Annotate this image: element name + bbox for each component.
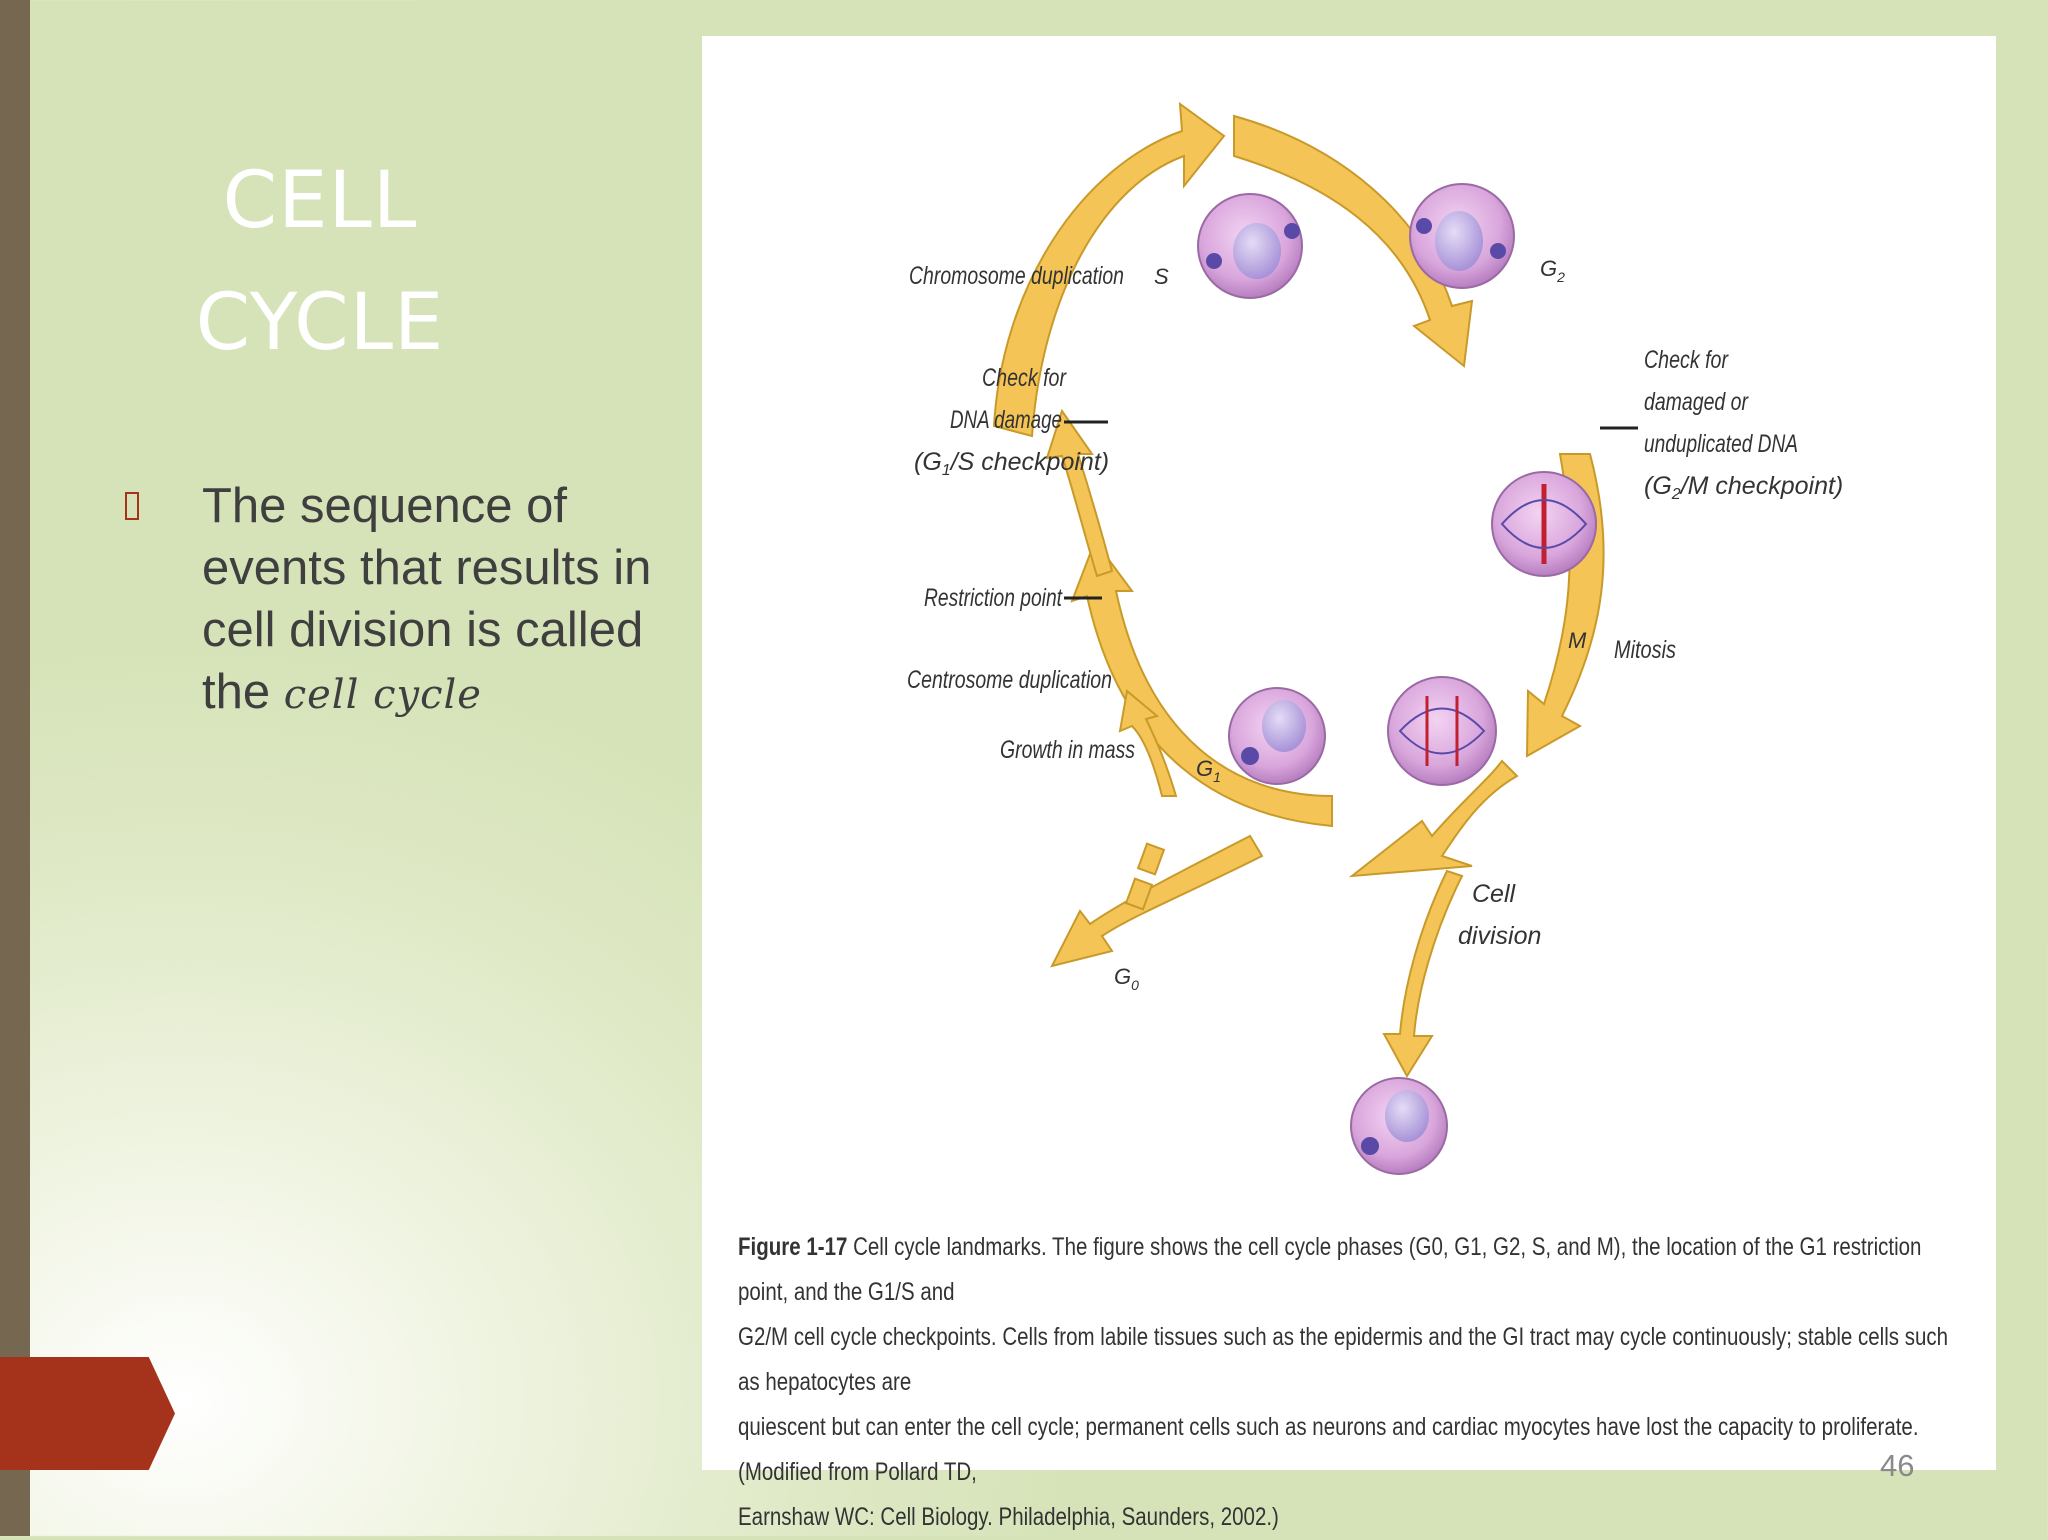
cycle-arrows <box>992 101 1605 1078</box>
label-restriction-point: Restriction point <box>924 584 1063 612</box>
label-check-dna-3: (G1/S checkpoint) <box>914 448 1109 479</box>
arrow-g2-phase <box>1233 114 1474 368</box>
title-line-1: CELL <box>222 156 418 246</box>
caption-line-1-text: Cell cycle landmarks. The figure shows t… <box>738 1233 1922 1306</box>
label-mitosis: Mitosis <box>1614 636 1676 664</box>
label-chromosome-duplication: Chromosome duplication <box>909 262 1124 290</box>
cell-daughter <box>1350 1077 1448 1175</box>
cell-g1-phase <box>1228 687 1326 785</box>
cell-cycle-figure: S G2 M G1 G0 Chromosome duplication Chec… <box>702 36 1996 1470</box>
arrow-division-down <box>1382 869 1464 1078</box>
label-cell-division-2: division <box>1458 922 1541 950</box>
cell-g2-phase <box>1409 183 1515 289</box>
caption-line-3: quiescent but can enter the cell cycle; … <box>738 1413 1919 1486</box>
slide-title: CELL CYCLE <box>150 140 490 384</box>
arrow-s-phase <box>992 101 1226 438</box>
label-cell-division-1: Cell <box>1472 880 1517 908</box>
bullet-emphasis: cell cycle <box>283 672 482 718</box>
phase-g1-label: G1 <box>1196 756 1221 785</box>
arrow-cell-division <box>1348 759 1519 878</box>
cell-mitosis-anaphase <box>1387 676 1497 786</box>
label-check-damaged-4: (G2/M checkpoint) <box>1644 472 1843 503</box>
arrow-to-s <box>1045 408 1114 578</box>
caption-figure-number: Figure 1-17 <box>738 1233 848 1261</box>
label-check-damaged-3: unduplicated DNA <box>1644 430 1798 458</box>
phase-m-label: M <box>1568 628 1587 653</box>
phase-g0-label: G0 <box>1114 964 1139 993</box>
left-accent-bar <box>0 0 30 1536</box>
caption-line-2: G2/M cell cycle checkpoints. Cells from … <box>738 1323 1949 1396</box>
label-check-damaged-1: Check for <box>1644 346 1729 374</box>
phase-s-label: S <box>1154 264 1169 289</box>
label-growth-in-mass: Growth in mass <box>1000 736 1135 764</box>
red-arrow-tab <box>0 1357 175 1470</box>
cell-cycle-diagram: S G2 M G1 G0 Chromosome duplication Chec… <box>907 101 1843 1175</box>
label-centrosome-duplication: Centrosome duplication <box>907 666 1112 694</box>
label-check-dna-1: Check for <box>982 364 1067 392</box>
g0-dash-1 <box>1136 842 1166 876</box>
page-number: 46 <box>1880 1448 1915 1483</box>
figure-caption: Figure 1-17 Cell cycle landmarks. The fi… <box>738 1225 1960 1540</box>
arrow-to-g0 <box>1050 834 1264 968</box>
bullet-paragraph: The sequence of events that results in c… <box>202 475 702 726</box>
phase-g2-label: G2 <box>1540 256 1565 285</box>
arrow-g0-return <box>1118 689 1178 797</box>
cell-s-phase <box>1197 193 1303 299</box>
caption-line-1: Figure 1-17 Cell cycle landmarks. The fi… <box>738 1225 1960 1315</box>
title-line-2: CYCLE <box>195 278 445 368</box>
bullet-icon <box>125 492 139 520</box>
cell-mitosis-metaphase <box>1491 471 1597 577</box>
caption-line-4: Earnshaw WC: Cell Biology. Philadelphia,… <box>738 1503 1279 1531</box>
bullet-text: The sequence of events that results in c… <box>202 479 652 719</box>
label-check-dna-2: DNA damage <box>950 406 1062 434</box>
label-check-damaged-2: damaged or <box>1644 388 1749 416</box>
g0-dash-2 <box>1124 877 1154 911</box>
